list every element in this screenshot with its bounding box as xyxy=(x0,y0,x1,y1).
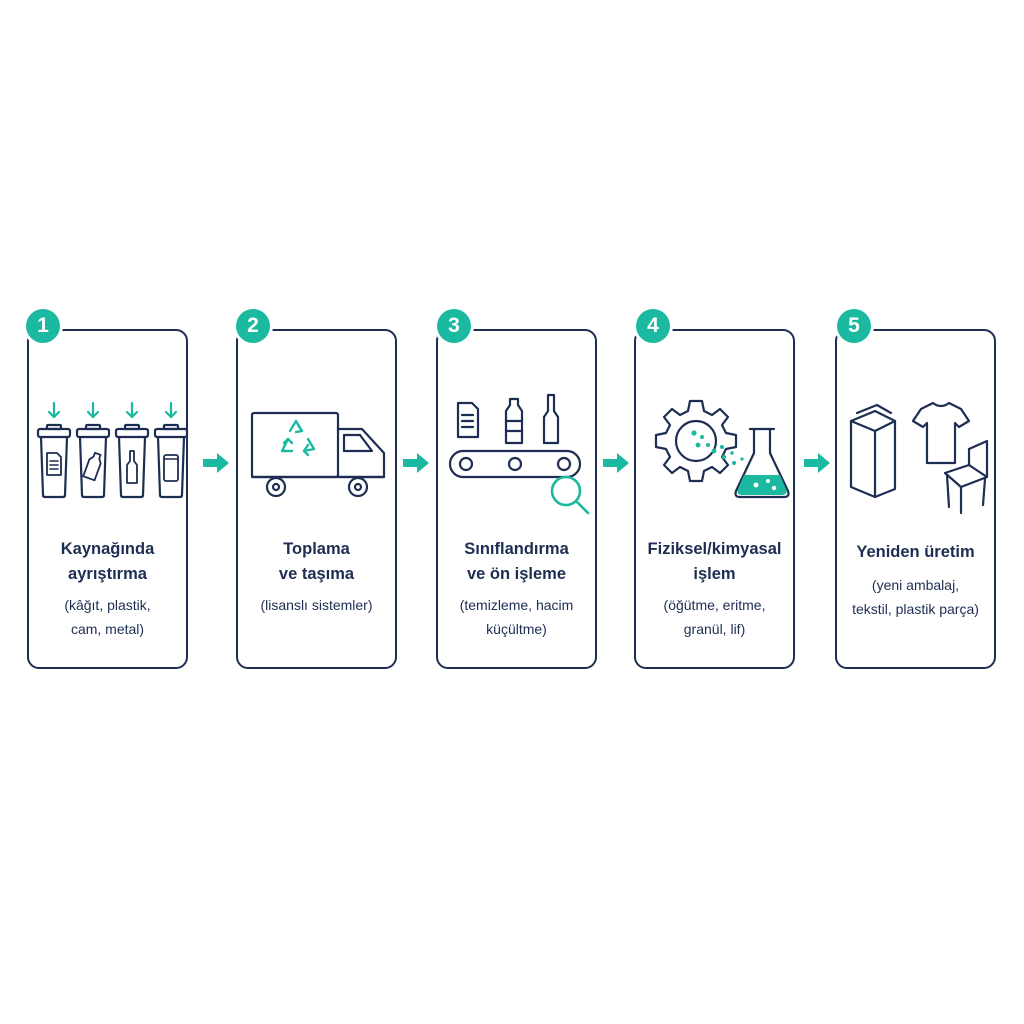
recycling-truck-icon xyxy=(238,391,399,521)
flow-arrow-2 xyxy=(401,452,431,474)
step-2-title: Toplama ve taşıma xyxy=(278,540,355,583)
step-5-number-badge: 5 xyxy=(837,309,871,343)
step-5-description: (yeni ambalaj, tekstil, plastik parça) xyxy=(852,577,979,617)
step-1-number-badge: 1 xyxy=(26,309,60,343)
step-5-card: Yeniden üretim (yeni ambalaj, tekstil, p… xyxy=(835,329,996,669)
step-3-card: Sınıflandırma ve ön işleme (temizleme, h… xyxy=(436,329,597,669)
flow-arrow-4 xyxy=(802,452,832,474)
step-2-card: Toplama ve taşıma (lisanslı sistemler) xyxy=(236,329,397,669)
step-4-description: (öğütme, eritme, granül, lif) xyxy=(663,597,766,637)
step-3-description: (temizleme, hacim küçültme) xyxy=(459,597,574,637)
step-5-title: Yeniden üretim xyxy=(856,543,975,561)
step-4-title: Fiziksel/kimyasal işlem xyxy=(647,540,782,583)
step-3-title: Sınıflandırma ve ön işleme xyxy=(464,540,569,583)
sorting-bins-icon xyxy=(29,391,190,521)
step-4-number-badge: 4 xyxy=(636,309,670,343)
step-2-number-badge: 2 xyxy=(236,309,270,343)
step-1-title: Kaynağında ayrıştırma xyxy=(60,540,155,583)
step-4-card: Fiziksel/kimyasal işlem (öğütme, eritme,… xyxy=(634,329,795,669)
step-2-description: (lisanslı sistemler) xyxy=(260,597,373,613)
flow-arrow-3 xyxy=(601,452,631,474)
step-1-description: (kâğıt, plastik, cam, metal) xyxy=(64,597,151,637)
step-3-number-badge: 3 xyxy=(437,309,471,343)
recycled-products-icon xyxy=(837,391,998,521)
flow-arrow-1 xyxy=(201,452,231,474)
step-1-card: Kaynağında ayrıştırma (kâğıt, plastik, c… xyxy=(27,329,190,669)
conveyor-inspection-icon xyxy=(438,391,599,521)
gear-flask-icon xyxy=(636,391,797,521)
